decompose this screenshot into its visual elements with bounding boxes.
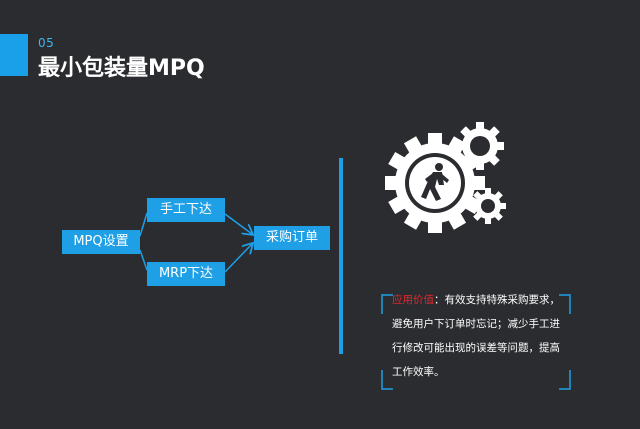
edge-mrp-to-order	[224, 244, 252, 273]
slide-title: 最小包装量MPQ	[38, 56, 205, 81]
slide-number: 05	[38, 36, 55, 50]
gears-with-person-icon	[385, 122, 506, 233]
title-accent-bar	[0, 34, 28, 76]
edge-manual-to-order	[224, 213, 252, 234]
node-purchase-order: 采购订单	[254, 226, 330, 250]
node-mrp-release: MRP下达	[147, 262, 225, 286]
note-label: 应用价值	[392, 294, 434, 306]
edge-mpq-to-manual	[139, 212, 148, 237]
edge-mpq-to-mrp	[139, 249, 148, 271]
vertical-divider	[339, 158, 343, 354]
node-mpq-setting: MPQ设置	[62, 230, 140, 254]
note-text: ：有效支持特殊采购要求，避免用户下订单时忘记；减少手工进行修改可能出现的误差等问…	[392, 294, 560, 378]
node-manual-release: 手工下达	[147, 198, 225, 222]
application-value-note: 应用价值：有效支持特殊采购要求，避免用户下订单时忘记；减少手工进行修改可能出现的…	[392, 288, 570, 384]
note-frame	[381, 294, 571, 390]
